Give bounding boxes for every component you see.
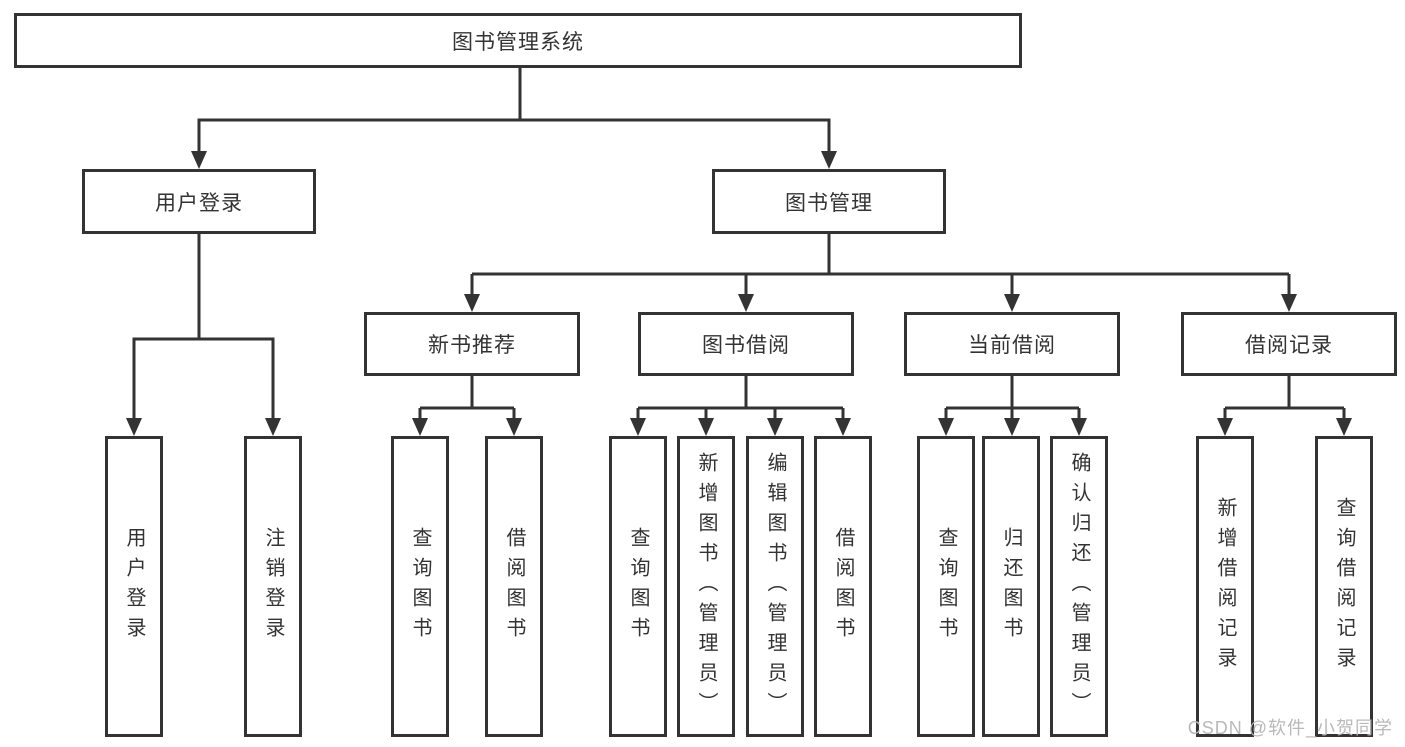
node-new-book-recommendation: 新书推荐	[364, 312, 580, 376]
csdn-watermark: CSDN @软件_小贺同学	[1187, 718, 1393, 738]
node-label: 查询图书	[935, 526, 957, 647]
connector-book-management-branch	[470, 234, 1291, 297]
node-label: 图书管理系统	[452, 30, 584, 54]
node-query-books-recommend: 查询图书	[391, 436, 449, 737]
node-label: 编辑图书（管理员）	[764, 451, 786, 722]
node-borrow-books-recommend: 借阅图书	[485, 436, 543, 737]
node-label: 新增借阅记录	[1214, 496, 1236, 677]
node-label: 用户登录	[155, 191, 243, 215]
node-label: 图书借阅	[702, 334, 790, 357]
node-label: 归还图书	[1000, 526, 1022, 647]
node-label: 图书管理	[785, 191, 873, 215]
node-current-borrowing: 当前借阅	[904, 312, 1120, 376]
node-label: 确认归还（管理员）	[1068, 451, 1090, 722]
connector-book-borrow-branch	[636, 376, 845, 421]
node-confirm-return-admin: 确认归还（管理员）	[1050, 436, 1108, 737]
node-user-login: 用户登录	[82, 169, 316, 234]
node-borrow-books-borrow: 借阅图书	[814, 436, 872, 737]
node-library-management-system: 图书管理系统	[14, 13, 1022, 68]
node-label: 当前借阅	[968, 334, 1056, 357]
node-add-book-admin: 新增图书（管理员）	[677, 436, 735, 737]
node-label: 用户登录	[123, 526, 145, 647]
node-label: 新书推荐	[428, 334, 516, 357]
node-edit-book-admin: 编辑图书（管理员）	[746, 436, 804, 737]
node-book-borrowing: 图书借阅	[638, 312, 854, 376]
node-logout: 注销登录	[244, 436, 302, 737]
node-label: 借阅图书	[503, 526, 525, 647]
node-query-books-current: 查询图书	[917, 436, 975, 737]
node-label: 查询图书	[627, 526, 649, 647]
connector-new-book-branch	[418, 376, 516, 421]
node-query-books-borrow: 查询图书	[609, 436, 667, 737]
connector-borrow-record-branch	[1223, 376, 1346, 421]
node-book-management: 图书管理	[712, 169, 946, 234]
connector-user-login-branch	[132, 234, 275, 421]
connector-root-to-level2	[197, 68, 831, 153]
node-add-borrow-record: 新增借阅记录	[1196, 436, 1254, 737]
connector-current-borrow-branch	[944, 376, 1081, 421]
node-user-login-leaf: 用户登录	[105, 436, 163, 737]
node-label: 注销登录	[262, 526, 284, 647]
node-label: 新增图书（管理员）	[695, 451, 717, 722]
node-label: 借阅图书	[832, 526, 854, 647]
node-label: 查询图书	[409, 526, 431, 647]
node-label: 查询借阅记录	[1333, 496, 1355, 677]
node-query-borrow-record: 查询借阅记录	[1315, 436, 1373, 737]
node-borrowing-records: 借阅记录	[1181, 312, 1397, 376]
node-label: 借阅记录	[1245, 334, 1333, 357]
node-return-book: 归还图书	[982, 436, 1040, 737]
